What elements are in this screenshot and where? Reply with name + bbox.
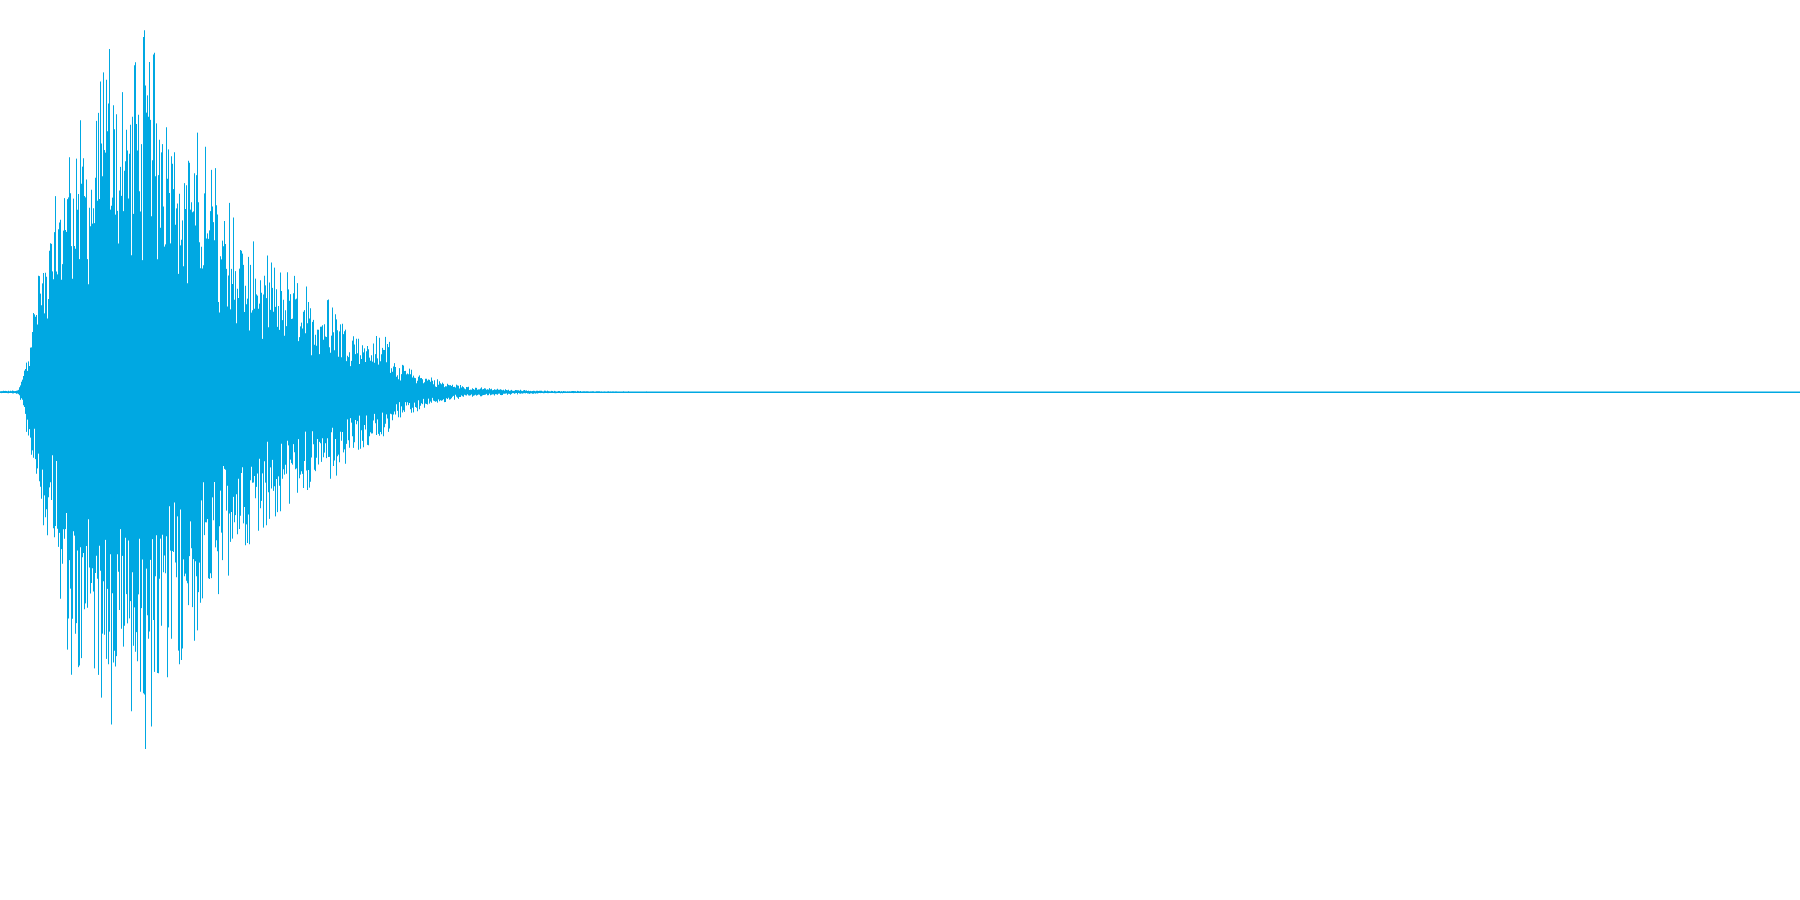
waveform-layer (0, 30, 1800, 749)
